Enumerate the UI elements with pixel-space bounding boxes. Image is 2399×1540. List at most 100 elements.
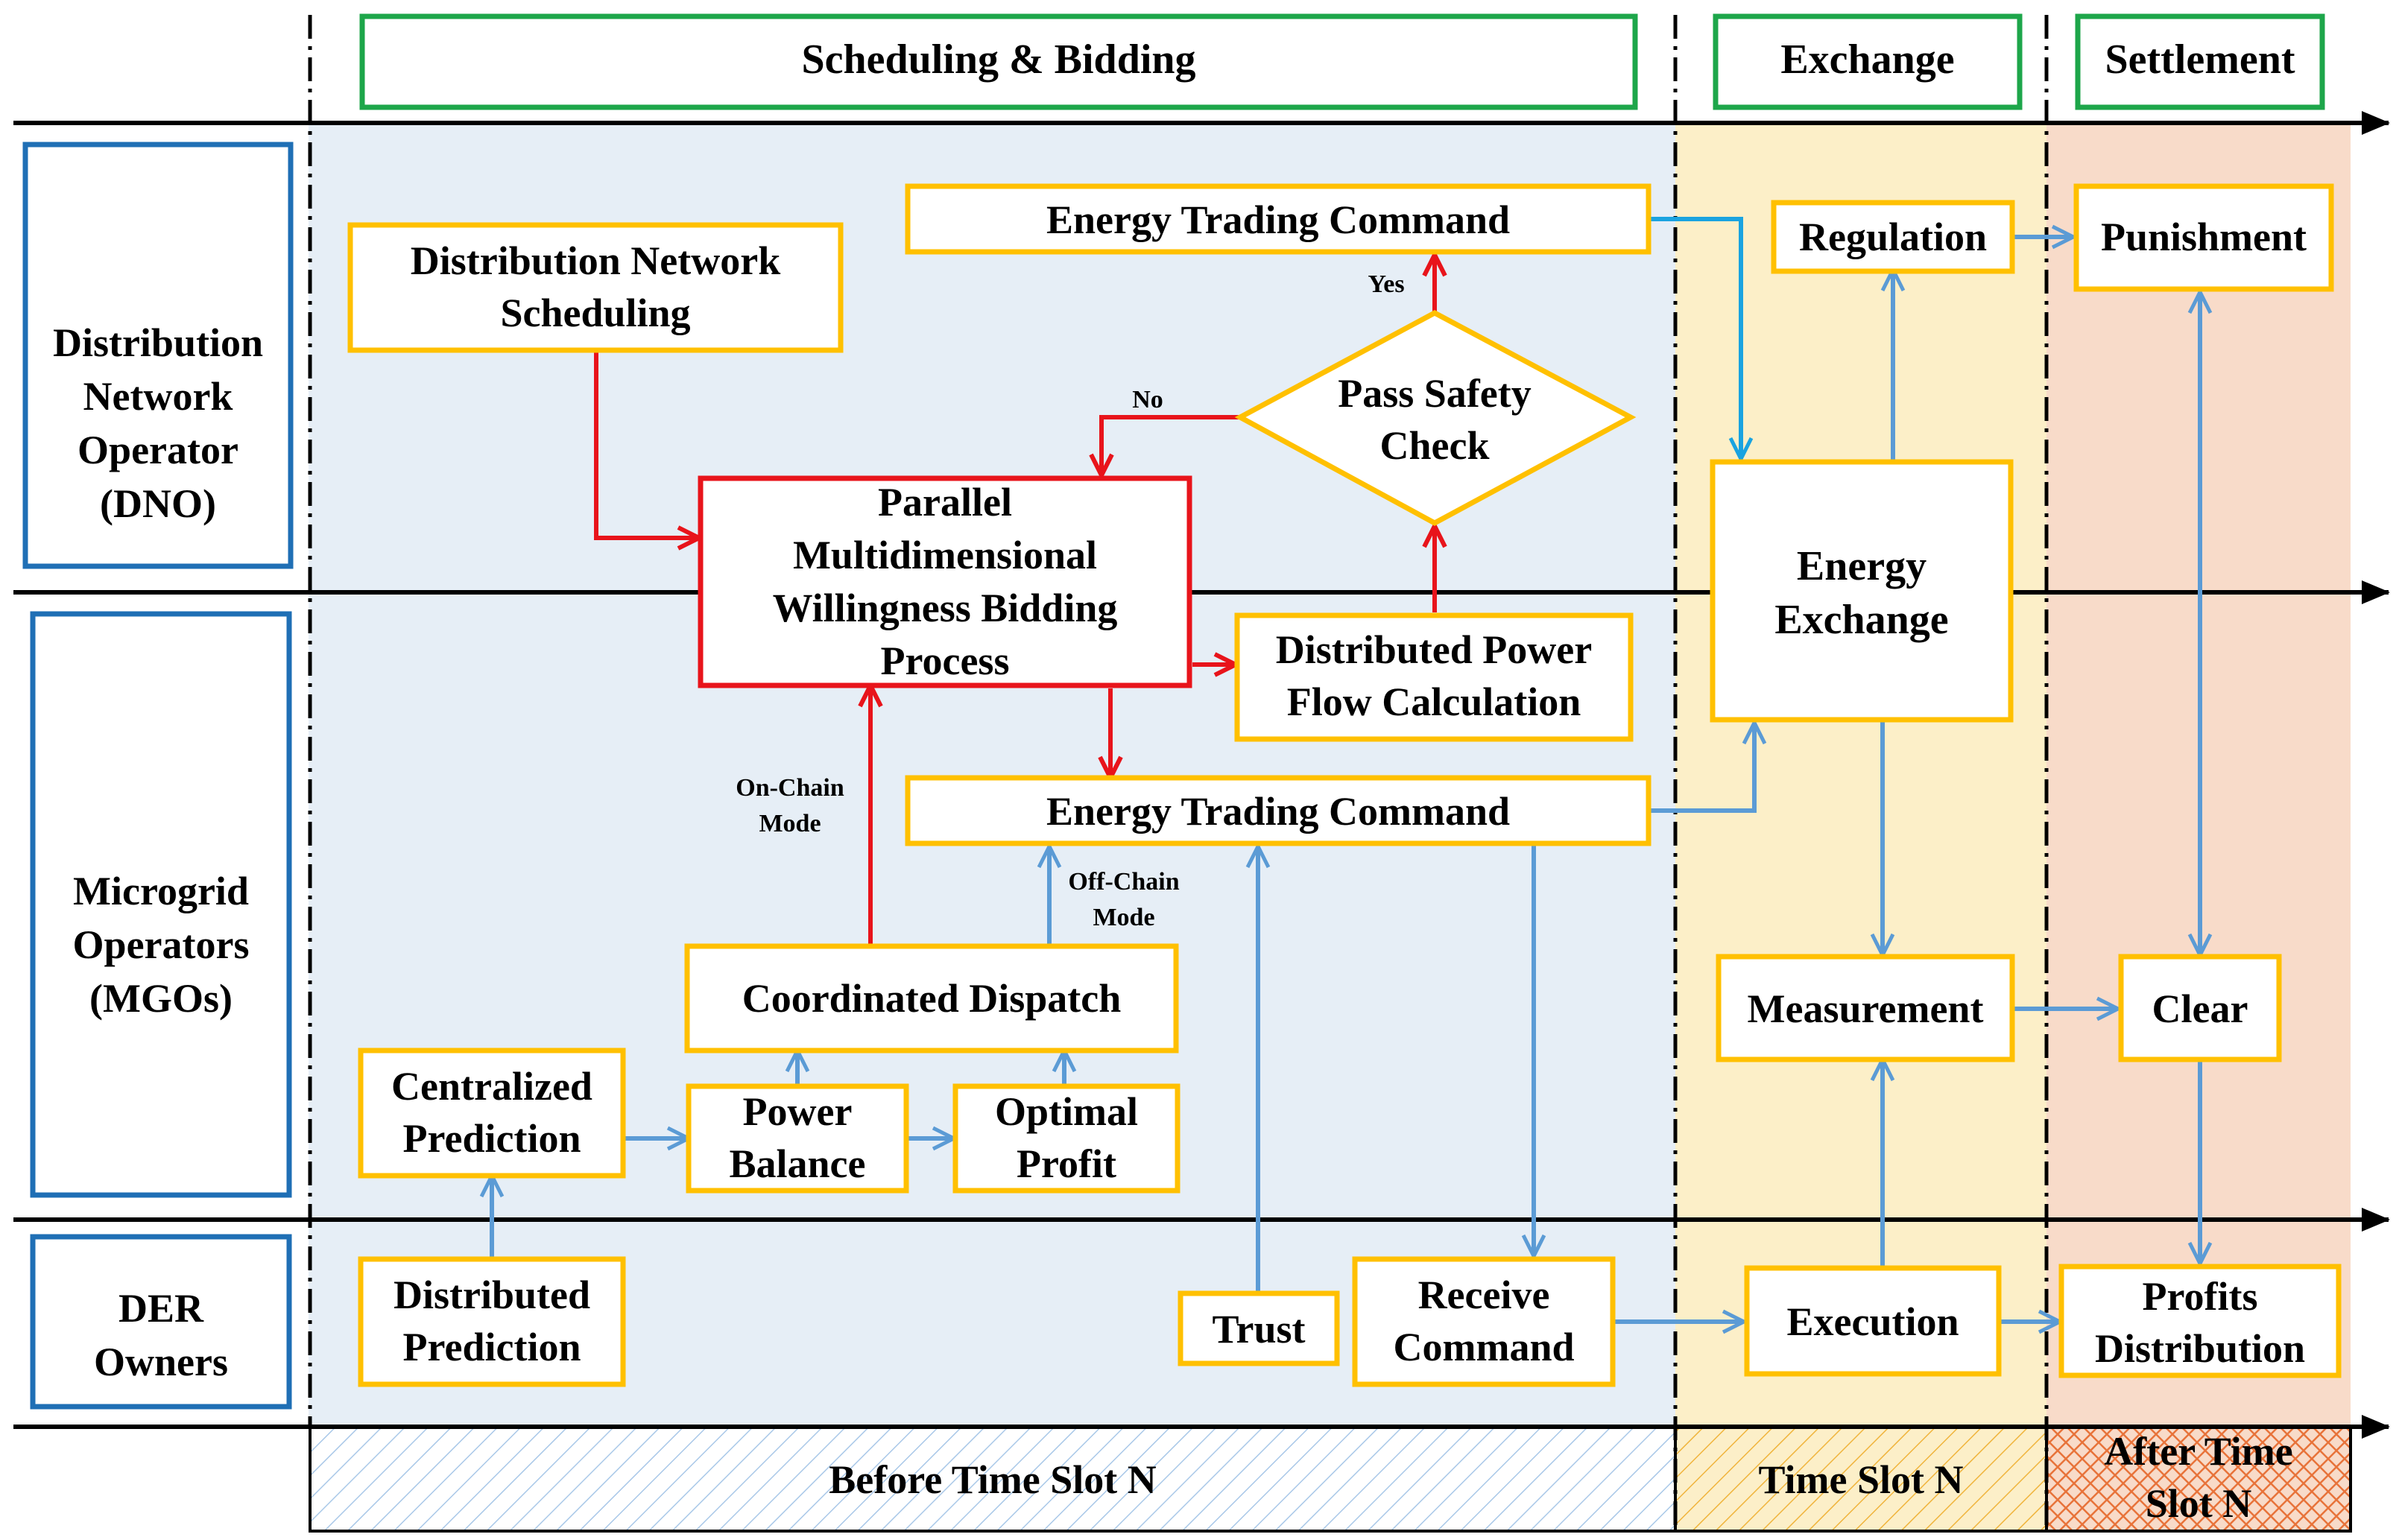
label-yes: Yes xyxy=(1368,270,1404,298)
phase-scheduling: Scheduling & Bidding xyxy=(359,13,1638,110)
svg-text:Coordinated Dispatch: Coordinated Dispatch xyxy=(742,976,1122,1021)
node-regulation: Regulation xyxy=(1771,200,2015,274)
text-line: Mode xyxy=(759,810,821,837)
arrow-schedule-to-bid xyxy=(594,350,699,538)
text-line: Pass Safety xyxy=(1338,371,1531,416)
text-line: Parallel xyxy=(878,480,1012,525)
text-line: Operator xyxy=(78,428,238,472)
text-line: Check xyxy=(1380,423,1490,468)
text-line: Profit xyxy=(1017,1141,1116,1186)
timeline-after-cell xyxy=(2045,1425,2352,1533)
text-line: Regulation xyxy=(1799,215,1987,259)
text-line: Scheduling xyxy=(500,291,690,335)
svg-text:Energy Trading Command: Energy Trading Command xyxy=(1046,197,1510,242)
text-line: Energy Trading Command xyxy=(1046,197,1510,242)
text-line: (DNO) xyxy=(100,481,216,526)
timeline-before-cell xyxy=(309,1425,1677,1533)
text-line: On-Chain xyxy=(736,774,844,802)
node-execution: Execution xyxy=(1744,1265,2002,1377)
text-line: Punishment xyxy=(2101,215,2307,259)
text-line: Optimal xyxy=(995,1089,1138,1134)
node-trust: Trust xyxy=(1178,1290,1340,1366)
svg-text:Execution: Execution xyxy=(1786,1299,1959,1344)
text-line: Willingness Bidding xyxy=(773,586,1118,630)
text-line: Process xyxy=(881,639,1010,683)
node-punishment: Punishment xyxy=(2073,183,2334,292)
arrow-topcmd-to-exchange xyxy=(1650,217,1741,459)
text-line: Trust xyxy=(1212,1307,1305,1352)
text-line: Receive xyxy=(1418,1273,1550,1317)
svg-text:Trust: Trust xyxy=(1212,1307,1305,1352)
text-line: Coordinated Dispatch xyxy=(742,976,1122,1021)
text-line: Owners xyxy=(94,1340,228,1384)
text-line: Multidimensional xyxy=(793,533,1097,577)
svg-text:Measurement: Measurement xyxy=(1748,986,1984,1031)
text-line: Distributed xyxy=(393,1273,590,1317)
svg-text:Exchange: Exchange xyxy=(1780,37,1954,83)
text-line: Command xyxy=(1393,1325,1574,1369)
node-coord-dispatch: Coordinated Dispatch xyxy=(684,943,1179,1053)
label-no: No xyxy=(1132,386,1163,413)
text-line: Measurement xyxy=(1748,986,1984,1031)
svg-text:Settlement: Settlement xyxy=(2105,37,2295,83)
svg-text:Punishment: Punishment xyxy=(2101,215,2307,259)
node-measurement: Measurement xyxy=(1716,954,2015,1062)
text-line: Microgrid xyxy=(73,869,249,913)
text-line: Energy Trading Command xyxy=(1046,789,1510,834)
text-line: Clear xyxy=(2152,986,2248,1031)
phase-settlement: Settlement xyxy=(2075,13,2325,110)
text-line: Balance xyxy=(730,1141,866,1186)
text-line: Off-Chain xyxy=(1068,868,1179,896)
text-line: Network xyxy=(83,374,233,419)
timeline-during: Time Slot N xyxy=(1758,1457,1963,1502)
text-line: Operators xyxy=(73,922,250,967)
phase-exchange: Exchange xyxy=(1713,13,2023,110)
text-line: DER xyxy=(118,1286,204,1331)
node-energy-cmd-mid: Energy Trading Command xyxy=(905,775,1652,846)
node-clear: Clear xyxy=(2118,954,2282,1062)
text-line: Distributed Power xyxy=(1276,627,1592,672)
timeline-before: Before Time Slot N xyxy=(829,1457,1156,1502)
svg-text:Energy Trading Command: Energy Trading Command xyxy=(1046,789,1510,834)
text-line: Prediction xyxy=(403,1116,581,1161)
text-line: Flow Calculation xyxy=(1287,679,1581,724)
exchange-bg xyxy=(1675,123,2046,1427)
text-line: Distribution Network xyxy=(411,238,781,283)
arrow-check-no xyxy=(1101,415,1239,475)
node-energy-cmd-top: Energy Trading Command xyxy=(905,183,1652,255)
text-line: Power xyxy=(743,1089,853,1134)
text-line: Energy xyxy=(1797,543,1927,589)
text-line: After Time xyxy=(2104,1429,2292,1474)
text-line: Mode xyxy=(1093,904,1154,931)
text-line: Distribution xyxy=(2095,1326,2305,1371)
text-line: Prediction xyxy=(403,1325,581,1369)
text-line: Execution xyxy=(1786,1299,1959,1344)
role-der: DER Owners xyxy=(30,1234,292,1410)
